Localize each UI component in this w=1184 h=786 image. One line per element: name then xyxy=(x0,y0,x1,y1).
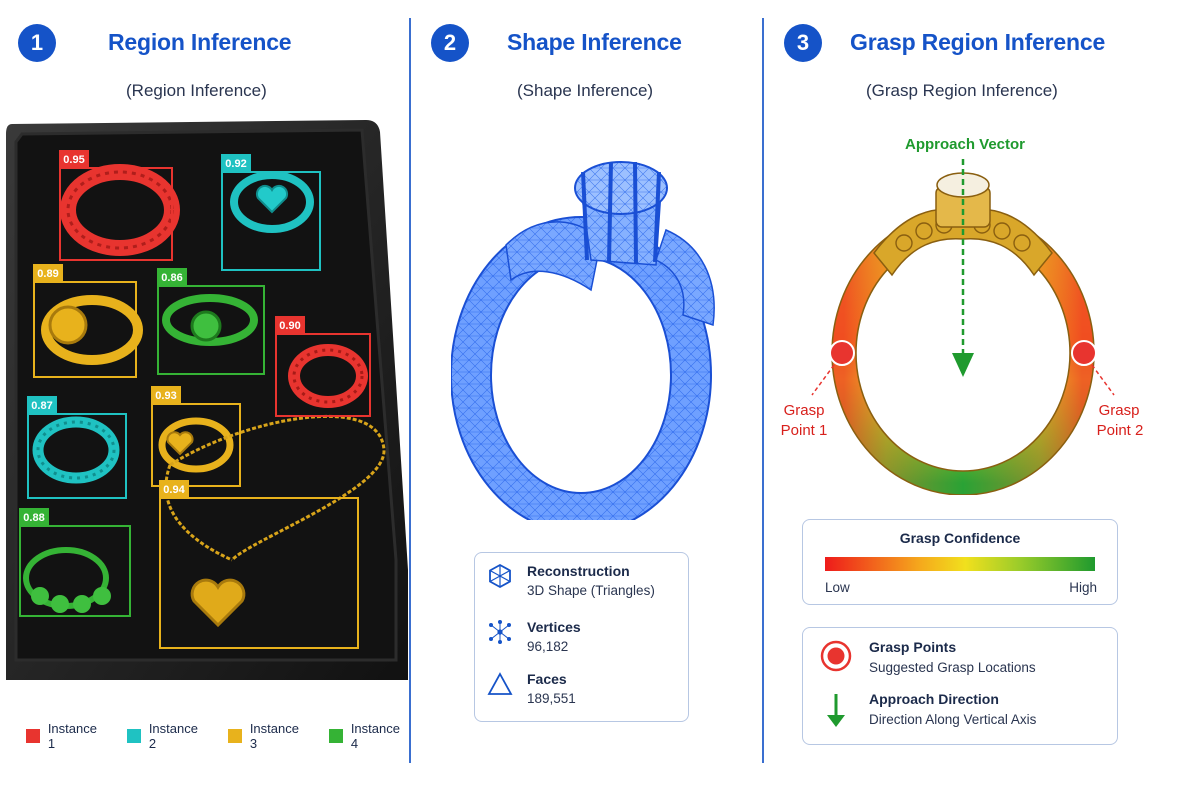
ring-wireframe-mesh xyxy=(451,161,715,520)
ring-gold-signet xyxy=(41,295,143,365)
reconstruction-value: 3D Shape (Triangles) xyxy=(527,583,655,598)
grasp-point-2-marker xyxy=(1071,340,1097,366)
detection-box: 0.87 xyxy=(27,396,127,499)
approach-arrow-head xyxy=(952,353,974,377)
faces-row: Faces 189,551 xyxy=(487,671,576,706)
grasp-key-box: Grasp Points Suggested Grasp Locations A… xyxy=(802,627,1118,745)
grasp-confidence-title: Grasp Confidence xyxy=(899,530,1021,546)
vertices-icon xyxy=(489,620,511,644)
vertices-label: Vertices xyxy=(527,619,581,635)
shape-inference-subtitle: (Shape Inference) xyxy=(517,81,654,100)
score-tag xyxy=(19,508,49,526)
triangle-icon xyxy=(487,672,513,695)
detection-box: 0.93 xyxy=(151,386,241,487)
grasp-region-subtitle: (Grasp Region Inference) xyxy=(866,81,1058,100)
detection-box: 0.88 xyxy=(19,508,131,617)
reconstruction-row: Reconstruction 3D Shape (Triangles) xyxy=(487,563,655,598)
panel-divider xyxy=(762,18,764,763)
approach-direction-desc: Direction Along Vertical Axis xyxy=(869,712,1037,727)
score-tag xyxy=(151,386,181,404)
mesh-cube-icon xyxy=(489,563,511,589)
grasp-point-1-marker xyxy=(829,340,855,366)
jewelry-tray-image: 0.95 0.92 0.89 0.86 0.90 0.87 0.93 0.88 0.94 xyxy=(6,120,408,680)
legend-swatch-2 xyxy=(127,729,141,743)
region-inference-panel: 1 Region Inference (Region Inference) xyxy=(0,0,410,786)
step-1-badge: 1 xyxy=(18,24,56,62)
region-inference-subtitle: (Region Inference) xyxy=(126,81,267,100)
panel-divider xyxy=(409,18,411,763)
legend-swatch-1 xyxy=(26,729,40,743)
grasp-point-2-label-2: Point 2 xyxy=(1097,422,1144,439)
grasp-ring-diagram: Approach Vector Grasp Point 1 Grasp Poin… xyxy=(781,136,1144,495)
confidence-score: 0.89 xyxy=(37,268,58,280)
faces-value: 189,551 xyxy=(527,691,576,706)
grasp-points-desc: Suggested Grasp Locations xyxy=(869,660,1036,675)
mesh-stats-box: Reconstruction 3D Shape (Triangles) Vert… xyxy=(474,552,689,722)
grasp-point-icon xyxy=(820,640,852,672)
confidence-score: 0.88 xyxy=(23,512,44,524)
step-2-badge: 2 xyxy=(431,24,469,62)
faces-label: Faces xyxy=(527,671,567,687)
confidence-low-label: Low xyxy=(825,580,850,595)
detection-box: 0.90 xyxy=(275,316,371,417)
confidence-score: 0.86 xyxy=(161,272,182,284)
ring-green-floral xyxy=(162,294,258,346)
score-tag xyxy=(59,150,89,168)
score-tag xyxy=(275,316,305,334)
score-tag xyxy=(221,154,251,172)
confidence-gradient-bar xyxy=(825,557,1095,571)
grasp-points-key: Grasp Points Suggested Grasp Locations xyxy=(819,639,1036,675)
legend-item: Instance 2 xyxy=(127,721,208,751)
ring-cyan-beaded xyxy=(32,416,120,484)
grasp-point-1-label: Grasp xyxy=(784,402,825,419)
detection-box: 0.92 xyxy=(221,154,321,271)
ring-cyan-heart xyxy=(230,171,314,233)
confidence-score: 0.94 xyxy=(163,484,185,496)
confidence-score: 0.92 xyxy=(225,158,246,170)
score-tag xyxy=(27,396,57,414)
grasp-point-2-label: Grasp xyxy=(1099,402,1140,419)
ring-gold-heart xyxy=(158,417,234,473)
legend-label: Instance 3 xyxy=(249,721,299,751)
approach-direction-key: Approach Direction Direction Along Verti… xyxy=(819,691,1036,729)
legend-label: Instance 1 xyxy=(47,721,97,751)
confidence-score: 0.90 xyxy=(279,320,300,332)
legend-item: Instance 4 xyxy=(329,721,410,751)
confidence-score: 0.93 xyxy=(155,390,176,402)
legend-swatch-3 xyxy=(228,729,242,743)
grasp-confidence-box: Grasp Confidence Low High xyxy=(802,519,1118,605)
step-3-badge: 3 xyxy=(784,24,822,62)
confidence-score: 0.87 xyxy=(31,400,52,412)
score-tag xyxy=(33,264,63,282)
grasp-point-1-label-2: Point 1 xyxy=(781,422,828,439)
legend-label: Instance 4 xyxy=(350,721,400,751)
confidence-score: 0.95 xyxy=(63,154,84,166)
grasp-region-title: Grasp Region Inference xyxy=(850,29,1106,55)
legend-item: Instance 1 xyxy=(26,721,107,751)
legend-swatch-4 xyxy=(329,729,343,743)
instance-legend: Instance 1 Instance 2 Instance 3 Instanc… xyxy=(26,721,410,751)
vertices-value: 96,182 xyxy=(527,639,569,654)
arrow-down-icon xyxy=(827,694,845,727)
grasp-points-label: Grasp Points xyxy=(869,639,957,655)
approach-direction-label: Approach Direction xyxy=(869,691,999,707)
score-tag xyxy=(159,480,189,498)
detection-box: 0.86 xyxy=(157,268,265,375)
legend-label: Instance 2 xyxy=(148,721,198,751)
region-inference-title: Region Inference xyxy=(108,29,292,55)
shape-inference-panel: 2 Shape Inference (Shape Inference) xyxy=(411,0,763,786)
legend-item: Instance 3 xyxy=(228,721,309,751)
shape-inference-title: Shape Inference xyxy=(507,29,682,55)
detection-box: 0.89 xyxy=(33,264,137,378)
approach-vector-label: Approach Vector xyxy=(905,136,1025,153)
confidence-high-label: High xyxy=(1069,580,1097,595)
score-tag xyxy=(157,268,187,286)
grasp-region-panel: 3 Grasp Region Inference (Grasp Region I… xyxy=(764,0,1184,786)
detection-box: 0.95 xyxy=(59,150,173,261)
vertices-row: Vertices 96,182 xyxy=(487,619,581,654)
ring-red-beaded xyxy=(288,344,368,408)
ring-green-balls xyxy=(23,547,111,613)
detection-box: 0.94 xyxy=(159,480,359,649)
reconstruction-label: Reconstruction xyxy=(527,563,630,579)
